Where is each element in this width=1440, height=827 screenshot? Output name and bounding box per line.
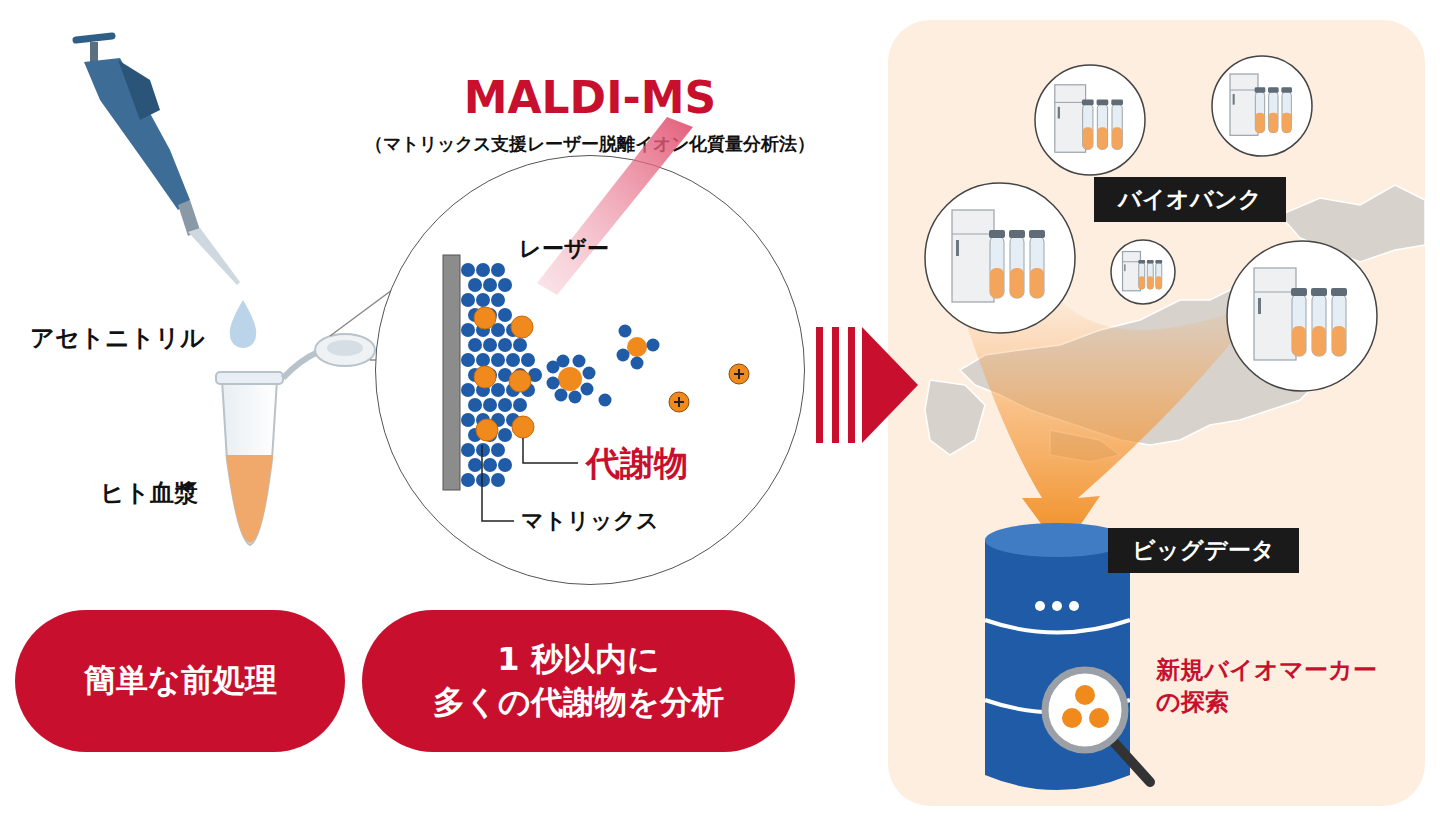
biobank-freezer	[925, 183, 1075, 333]
pill-text: 簡単な前処理	[84, 659, 277, 702]
diagram-title: MALDI-MS	[390, 72, 790, 123]
pill-text: 1 秒以内に 多くの代謝物を分析	[407, 638, 750, 724]
transition-arrow	[816, 327, 918, 443]
reagent-label: アセトニトリル	[30, 322, 220, 354]
sample-tube	[216, 334, 375, 545]
magnified-view: レーザー代謝物マトリックス	[375, 155, 805, 585]
feature-pill: 1 秒以内に 多くの代謝物を分析	[362, 610, 795, 752]
biobank-freezer	[1035, 65, 1145, 175]
subtitle: （マトリックス支援レーザー脱離イオン化質量分析法）	[290, 132, 890, 156]
goal-label: 新規バイオマーカー の探索	[1156, 654, 1406, 719]
biobank-freezer	[1227, 241, 1377, 391]
biobank-freezer	[1111, 240, 1175, 304]
section-tag: バイオバンク	[1094, 177, 1286, 222]
tag-text: バイオバンク	[1118, 184, 1262, 215]
section-tag: ビッグデータ	[1108, 528, 1299, 573]
matrix-label: マトリックス	[521, 506, 659, 536]
pipette-icon	[76, 36, 240, 285]
laser-label: レーザー	[519, 234, 609, 264]
sample-label: ヒト血漿	[100, 477, 220, 509]
metabolite-label: 代謝物	[586, 441, 688, 487]
magnifier-icon	[1045, 670, 1150, 782]
feature-pill: 簡単な前処理	[15, 610, 345, 752]
right-panel	[888, 20, 1425, 806]
tag-text: ビッグデータ	[1132, 535, 1275, 566]
biobank-freezer	[1212, 56, 1312, 156]
droplet	[230, 300, 256, 348]
